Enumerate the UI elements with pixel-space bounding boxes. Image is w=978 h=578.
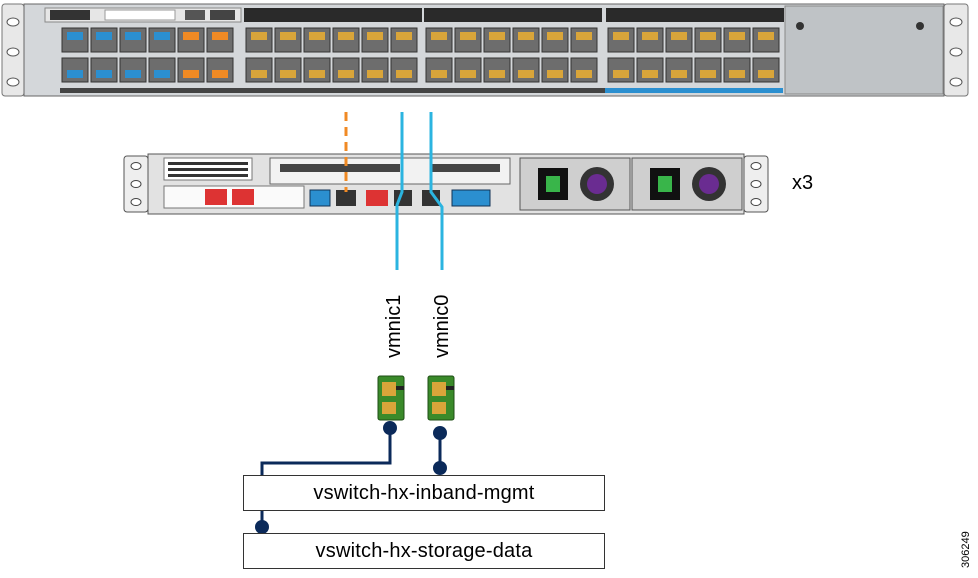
vmnic0-connector-dot [433,426,447,440]
switch-port-led [96,70,112,78]
switch-port-led [758,32,774,40]
switch-port-led [758,70,774,78]
switch-port-led [613,70,629,78]
switch-port-led [338,32,354,40]
vmnic1-card-icon [377,375,405,421]
switch-port-led [396,32,412,40]
network-switch [1,3,969,97]
rack-server [123,153,769,215]
switch-port-led [547,70,563,78]
switch-port-led [671,70,687,78]
vmnic0-label: vmnic0 [431,294,453,358]
switch-port-led [396,70,412,78]
switch-port-led [489,32,505,40]
switch-port-led [518,32,534,40]
switch-port-led [154,32,170,40]
figure-id: 306249 [960,531,972,568]
switch-port-led [96,32,112,40]
vswitch-inband-mgmt-label: vswitch-hx-inband-mgmt [313,481,535,504]
storage-vswitch-connector-dot [255,520,269,534]
switch-port-led [547,32,563,40]
switch-port-led [671,32,687,40]
mgmt-vswitch-connector-dot [433,461,447,475]
switch-port-led [613,32,629,40]
switch-port-led [251,32,267,40]
switch-port-led [251,70,267,78]
switch-port-led [431,70,447,78]
vswitch-inband-mgmt-box: vswitch-hx-inband-mgmt [243,475,605,511]
switch-port-led [367,70,383,78]
switch-port-led [338,70,354,78]
nic-port-0 [422,190,440,206]
switch-port-led [729,70,745,78]
switch-port-led [489,70,505,78]
switch-port-led [212,70,228,78]
switch-port-led [309,32,325,40]
vswitch-storage-data-label: vswitch-hx-storage-data [315,539,533,562]
uplink-cables [344,112,444,270]
switch-port-led [309,70,325,78]
switch-port-led [125,70,141,78]
vmnic1-connector-dot [383,421,397,435]
switch-port-led [576,70,592,78]
vmnic1-label: vmnic1 [383,294,405,358]
switch-port-led [642,32,658,40]
switch-port-led [700,32,716,40]
switch-port-led [518,70,534,78]
nic-port-mgmt [336,190,356,206]
switch-port-led [280,70,296,78]
switch-port-led [367,32,383,40]
server-count-label: x3 [792,172,814,194]
switch-port-led [125,32,141,40]
vmnic0-uplink-cable [429,112,444,270]
switch-port-led [460,32,476,40]
switch-port-led [67,32,83,40]
switch-port-led [280,32,296,40]
switch-port-led [154,70,170,78]
vswitch-storage-data-box: vswitch-hx-storage-data [243,533,605,569]
switch-port-led [700,70,716,78]
switch-port-led [67,70,83,78]
switch-port-led [212,32,228,40]
switch-port-led [460,70,476,78]
switch-port-led [642,70,658,78]
switch-port-led [183,32,199,40]
vmnic0-card-icon [427,375,455,421]
switch-port-led [431,32,447,40]
switch-port-led [576,32,592,40]
vmnic1-uplink-cable [395,112,404,270]
switch-port-led [183,70,199,78]
switch-port [512,57,540,83]
switch-port-led [729,32,745,40]
